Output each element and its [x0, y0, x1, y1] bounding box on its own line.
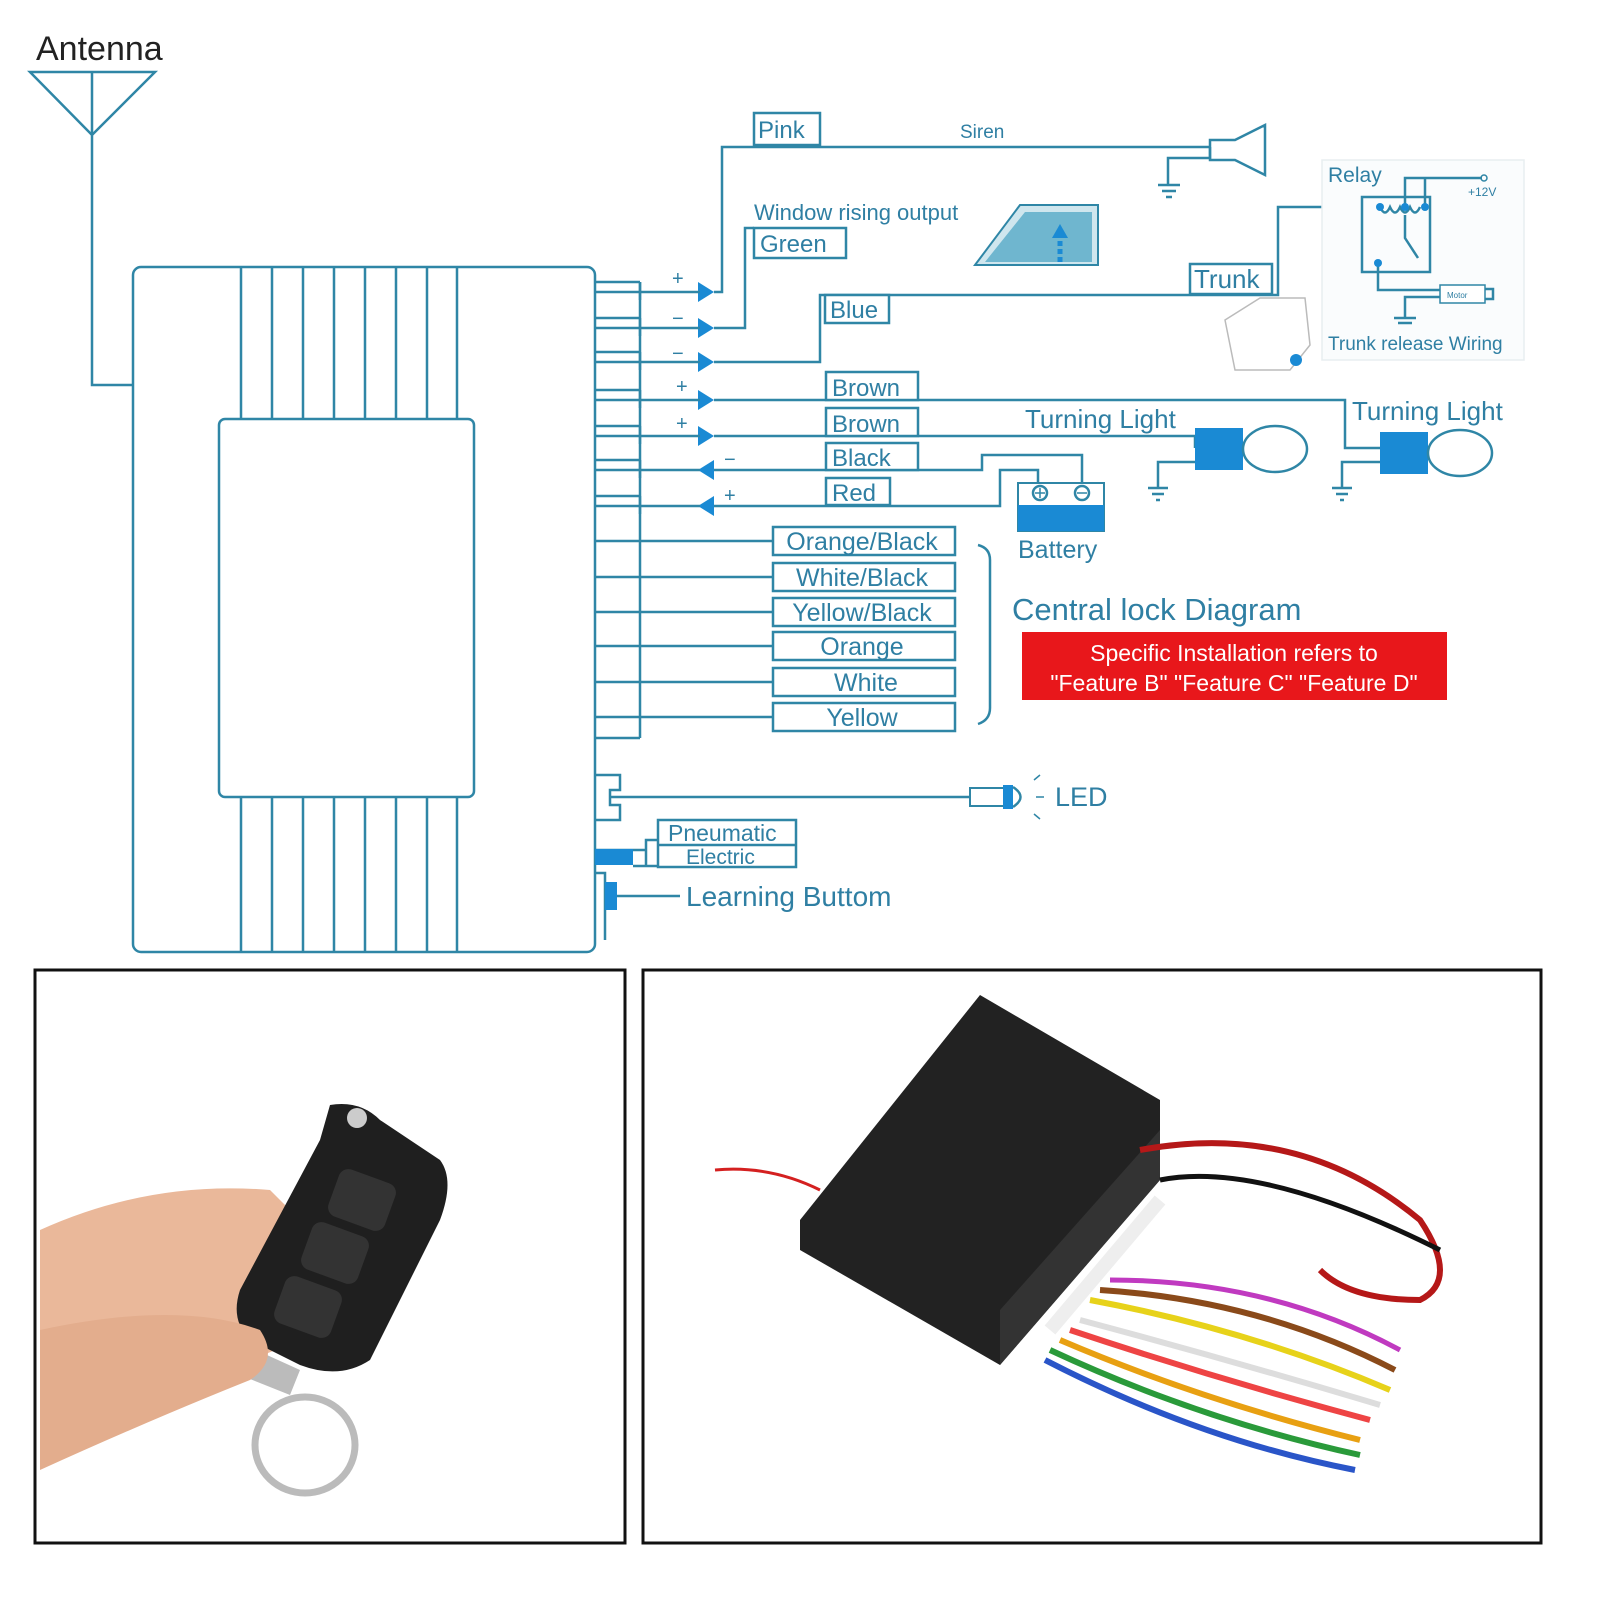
window-icon [973, 204, 1099, 266]
lock-wire-white-black: White/Black [796, 564, 928, 592]
lock-wire-white: White [834, 669, 898, 697]
trunk-label: Trunk [1194, 264, 1260, 294]
turning-light-icon-2 [1380, 428, 1494, 478]
brown-wire-label-2: Brown [832, 411, 900, 438]
car-trunk-icon [1224, 297, 1311, 371]
lock-wire-labels [771, 525, 957, 733]
learning-button-label: Learning Buttom [686, 881, 891, 912]
turning-light-label-2: Turning Light [1352, 396, 1504, 426]
relay-label: Relay [1328, 164, 1382, 187]
polarity-brown-1: + [676, 376, 688, 398]
green-wire-label: Green [760, 231, 827, 258]
trunk-release-label: Trunk release Wiring [1328, 334, 1503, 355]
central-lock-title: Central lock Diagram [1012, 592, 1301, 627]
siren-icon [1208, 122, 1267, 178]
lock-wire-orange: Orange [820, 633, 903, 661]
learning-button-icon [605, 882, 617, 910]
polarity-brown-2: + [676, 413, 688, 435]
pneumatic-label: Pneumatic [668, 820, 777, 846]
polarity-blue: − [672, 343, 684, 365]
relay-icon [1360, 174, 1488, 292]
polarity-pink: + [672, 268, 684, 290]
turning-light-label-1: Turning Light [1025, 404, 1177, 434]
control-module-photo [641, 968, 1543, 1545]
notice-line-2: "Feature B" "Feature C" "Feature D" [1050, 670, 1417, 696]
notice-line-1: Specific Installation refers to [1090, 640, 1378, 666]
motor-label: Motor [1447, 291, 1468, 300]
motor-icon: Motor [1394, 284, 1495, 325]
pink-wire-label: Pink [758, 117, 806, 144]
antenna-icon [27, 70, 159, 387]
electric-label: Electric [686, 846, 755, 869]
antenna-label: Antenna [36, 30, 163, 68]
window-output-label: Window rising output [754, 200, 958, 225]
led-icon [969, 774, 1044, 820]
turning-light-icon-1 [1195, 424, 1309, 474]
lock-wire-yellow-black: Yellow/Black [792, 599, 932, 627]
lock-wire-orange-black: Orange/Black [786, 528, 938, 556]
polarity-green: − [672, 308, 684, 330]
lock-wire-yellow: Yellow [826, 704, 898, 732]
polarity-red: + [724, 485, 736, 507]
black-wire-label: Black [832, 445, 892, 472]
notice-box [1022, 632, 1447, 700]
battery-label: Battery [1018, 536, 1098, 564]
red-wire-label: Red [832, 480, 876, 507]
brown-wire-label-1: Brown [832, 375, 900, 402]
siren-label: Siren [960, 122, 1004, 143]
bracket [977, 543, 992, 726]
output-arrows [698, 282, 714, 516]
relay-voltage-label: +12V [1468, 185, 1496, 199]
remote-key-photo [33, 968, 627, 1545]
control-module [131, 265, 597, 954]
mode-selector-switch [595, 849, 633, 865]
led-label: LED [1055, 782, 1108, 812]
polarity-black: − [724, 449, 736, 471]
blue-wire-label: Blue [830, 297, 878, 324]
battery-icon [1017, 482, 1105, 532]
